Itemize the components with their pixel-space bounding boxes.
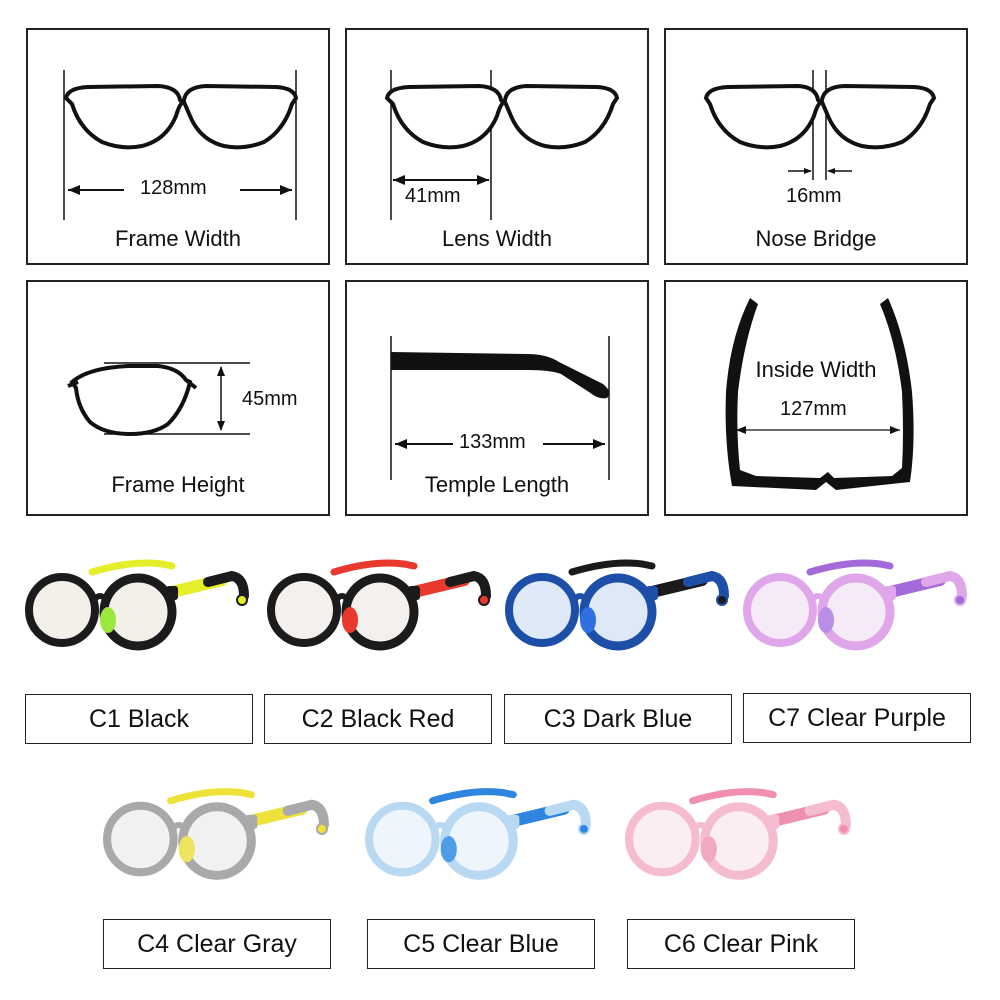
- color-label-c2: C2 Black Red: [264, 694, 492, 744]
- frame-height-value: 45mm: [242, 388, 298, 410]
- color-label-c1: C1 Black: [25, 694, 253, 744]
- temple-length-label: Temple Length: [424, 472, 570, 497]
- frame-height-label: Frame Height: [111, 472, 245, 497]
- lens-width-value: 41mm: [405, 185, 461, 207]
- nose-bridge-panel: 16mm Nose Bridge: [664, 28, 968, 265]
- frame-width-label: Frame Width: [115, 226, 241, 251]
- glasses-c6-image: [625, 788, 851, 880]
- color-label-c7: C7 Clear Purple: [743, 693, 971, 743]
- color-label-c6: C6 Clear Pink: [627, 919, 855, 969]
- color-label-c5: C5 Clear Blue: [367, 919, 595, 969]
- glasses-c5-image: [365, 788, 591, 880]
- inside-width-diagram: [725, 298, 914, 490]
- lens-width-label: Lens Width: [441, 226, 553, 251]
- glasses-c1-image: [25, 559, 249, 651]
- frame-width-diagram: [63, 70, 299, 220]
- inside-width-value: 127mm: [780, 398, 847, 420]
- temple-length-diagram: [390, 336, 610, 480]
- color-label-c4: C4 Clear Gray: [103, 919, 331, 969]
- temple-length-panel: 133mm Temple Length: [345, 280, 649, 516]
- frame-width-panel: 128mm Frame Width: [26, 28, 330, 265]
- lens-width-panel: 41mm Lens Width: [345, 28, 649, 265]
- color-label-c3: C3 Dark Blue: [504, 694, 732, 744]
- glasses-c4-image: [103, 788, 329, 880]
- glasses-c2-image: [267, 559, 491, 651]
- nose-bridge-value: 16mm: [786, 185, 842, 207]
- nose-bridge-diagram: [703, 70, 937, 180]
- frame-height-panel: 45mm Frame Height: [26, 280, 330, 516]
- inside-width-panel: Inside Width 127mm: [664, 280, 968, 516]
- frame-width-value: 128mm: [140, 177, 207, 199]
- inside-width-label: Inside Width: [755, 357, 877, 382]
- glasses-c3-image: [505, 559, 729, 651]
- temple-length-value: 133mm: [459, 431, 526, 453]
- nose-bridge-label: Nose Bridge: [755, 226, 877, 251]
- glasses-c7-image: [743, 559, 967, 651]
- frame-height-diagram: [67, 362, 250, 437]
- lens-width-diagram: [384, 70, 620, 220]
